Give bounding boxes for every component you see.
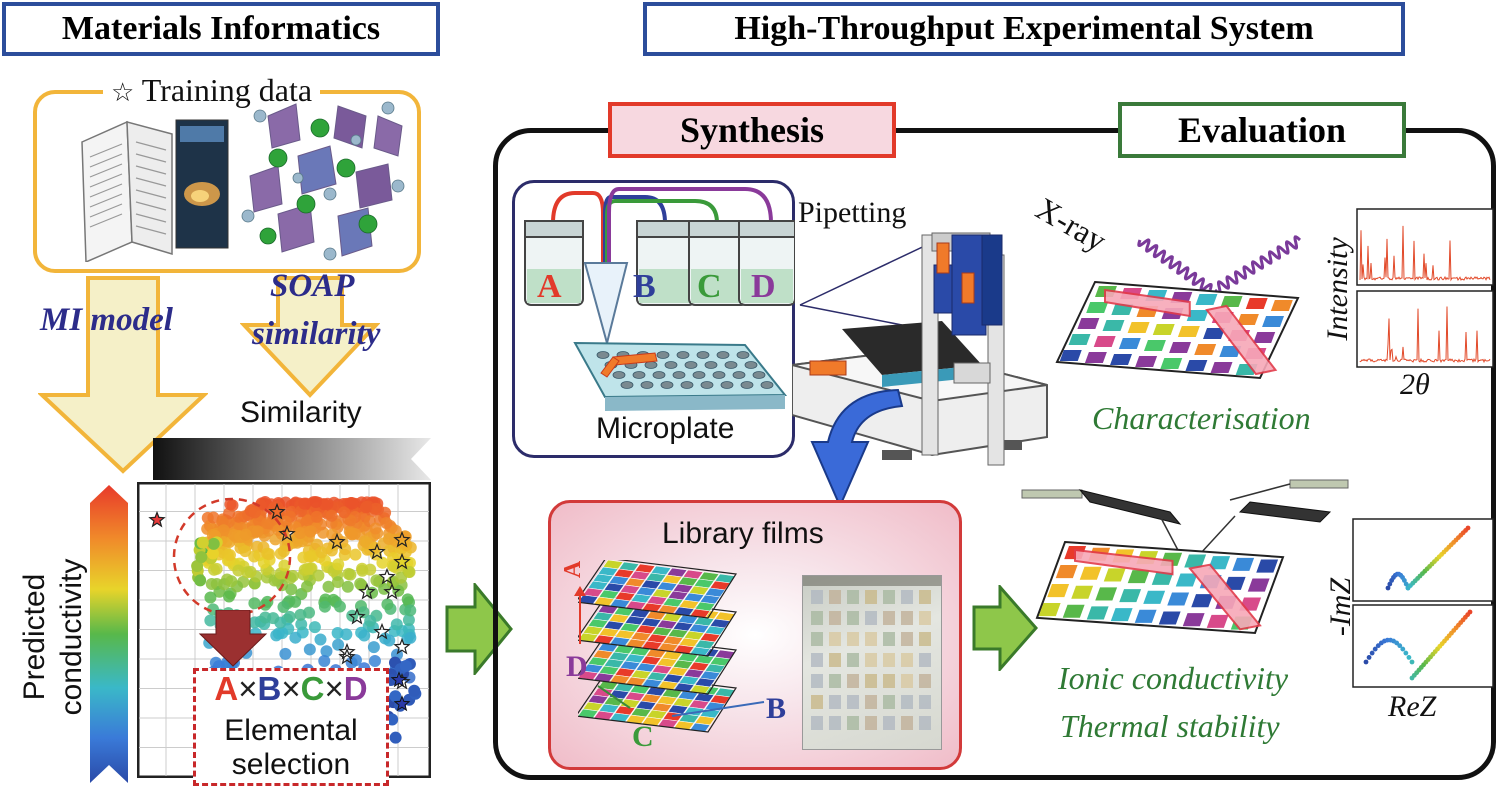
element-b: B (257, 670, 282, 707)
elements-product: A×B×C×D (200, 670, 382, 708)
impedance-plots (1352, 518, 1494, 688)
pipette-icon (583, 262, 629, 347)
open-paper-icon (81, 120, 173, 262)
training-data-label: ☆ Training data (103, 72, 321, 109)
film-label-a: A (560, 560, 587, 579)
evaluation-title-text: Evaluation (1177, 110, 1347, 150)
intensity-label: Intensity (1321, 237, 1354, 341)
vial-a-label: A (537, 268, 562, 305)
two-theta-label: 2θ (1400, 368, 1430, 401)
xray-wave-icon (1137, 235, 1302, 295)
rez-label: ReZ (1388, 690, 1437, 723)
film-arrow-c (597, 685, 631, 709)
materials-informatics-title-text: Materials Informatics (61, 10, 381, 47)
hte-system-title: High-Throughput Experimental System (643, 2, 1405, 56)
times-2: × (281, 670, 301, 707)
mi-model-label: MI model (40, 302, 173, 338)
vial-b-label: B (633, 268, 656, 305)
synthesis-title-text: Synthesis (679, 110, 825, 150)
ionic-sample-grid (1035, 540, 1285, 635)
soap-similarity-arrow (240, 276, 380, 398)
hte-panel (493, 128, 1496, 780)
library-film-stack (578, 560, 738, 733)
vial-d-label: D (751, 268, 776, 305)
conductivity-color-bar (90, 485, 128, 783)
conductivity-label: conductivity (55, 558, 88, 716)
film-label-c: C (632, 720, 654, 753)
mi-model-arrow (38, 276, 208, 474)
predicted-label: Predicted (18, 573, 51, 701)
microplate-icon (573, 341, 788, 411)
characterisation-sample-grid (1055, 280, 1300, 380)
film-arrow-b (671, 701, 765, 717)
selection-arrow (198, 610, 268, 667)
synthesis-title: Synthesis (608, 102, 896, 158)
ionic-conductivity-label: Ionic conductivity (1058, 660, 1289, 696)
training-data-text: Training data (141, 72, 313, 108)
film-photo (802, 575, 942, 750)
to-evaluation-arrow (972, 585, 1038, 671)
vial-c-label: C (697, 268, 722, 305)
pipetting-label: Pipetting (798, 196, 907, 229)
star-icon: ☆ (111, 78, 135, 108)
crystal-structure-icon (241, 101, 405, 261)
film-arrow-a (574, 586, 586, 644)
dispensing-illustration (524, 187, 795, 411)
characterisation-label: Characterisation (1092, 400, 1311, 436)
times-1: × (238, 670, 258, 707)
imz-label: -ImZ (1324, 577, 1357, 637)
element-d: D (343, 670, 368, 707)
probe-icon (1021, 479, 1349, 555)
element-a: A (214, 670, 239, 707)
element-c: C (300, 670, 325, 707)
film-label-d: D (566, 650, 588, 683)
elemental-label: Elemental (224, 714, 358, 747)
robot-arm-icon (792, 232, 1048, 466)
similarity-label: Similarity (240, 396, 362, 429)
similarity-gradient-arrow (153, 438, 431, 480)
to-library-arrow (810, 388, 904, 509)
soap-label: SOAP (270, 268, 355, 304)
library-films-label: Library films (662, 517, 824, 550)
journal-icon (175, 119, 229, 249)
selection-label: selection (231, 748, 351, 781)
book-icon (81, 119, 229, 262)
film-photo-grid (803, 576, 941, 730)
vial-group (524, 220, 795, 306)
times-3: × (324, 670, 344, 707)
microplate-label: Microplate (596, 412, 735, 445)
film-label-b: B (766, 692, 787, 725)
elemental-selection-box (193, 668, 389, 786)
hte-system-title-text: High-Throughput Experimental System (734, 10, 1314, 47)
materials-informatics-title: Materials Informatics (2, 2, 440, 56)
thermal-stability-label: Thermal stability (1060, 708, 1280, 744)
similarity-italic-label: similarity (252, 316, 381, 352)
similarity-scatter-plot (137, 482, 431, 778)
evaluation-title: Evaluation (1118, 102, 1406, 158)
xrd-plots (1356, 208, 1494, 368)
